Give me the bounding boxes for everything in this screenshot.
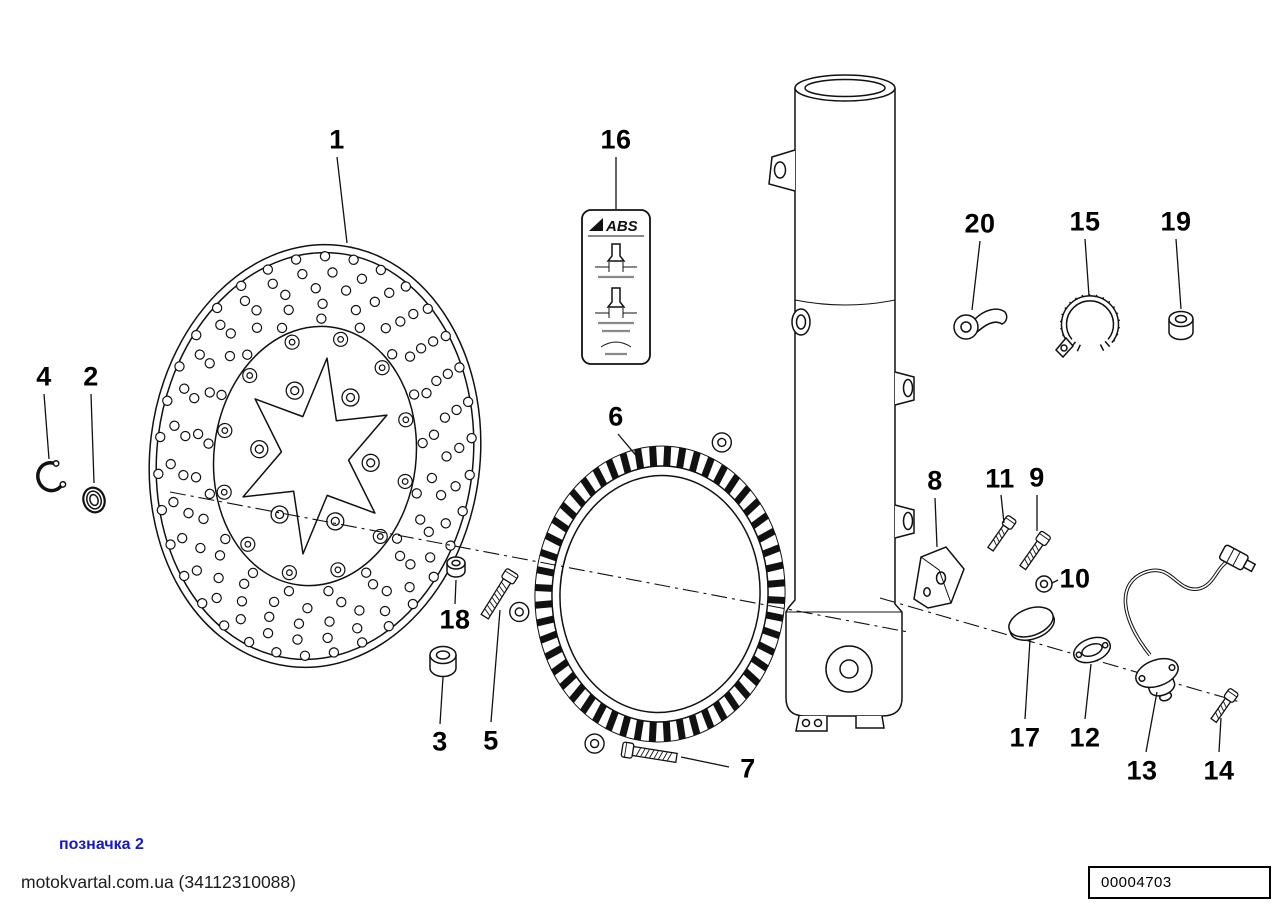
callout-part-3: 3 [432, 726, 448, 757]
callout-part-11: 11 [985, 463, 1015, 494]
washer-10-drawing [1035, 575, 1053, 593]
centerlines [169, 491, 1241, 703]
callout-part-15: 15 [1069, 206, 1101, 237]
sensor-cable-drawing [1123, 559, 1230, 657]
disc-bolt-holes [250, 381, 380, 531]
wheel-speed-sensor-drawing [1135, 657, 1179, 702]
callout-part-2: 2 [83, 361, 99, 392]
leader-lines [43, 156, 1222, 768]
abs-logo-text: ABS [605, 218, 638, 235]
circlip-drawing [36, 459, 67, 493]
cable-holder-drawing [953, 308, 1008, 340]
callout-part-14: 14 [1203, 755, 1235, 786]
disc-hub-star [242, 357, 388, 555]
callout-part-1: 1 [329, 124, 345, 155]
callout-part-4: 4 [36, 361, 52, 392]
callout-part-20: 20 [964, 208, 996, 239]
callout-part-16: 16 [600, 124, 632, 155]
ring-teeth [534, 446, 786, 742]
sensor-connector-drawing [1218, 544, 1257, 573]
callout-part-7: 7 [740, 753, 756, 784]
cable-clamp-drawing [1054, 293, 1120, 359]
ring-mount-tabs [509, 432, 733, 754]
callout-part-8: 8 [927, 465, 943, 496]
watermark-mark-label: позначка 2 [59, 836, 144, 853]
abs-pulse-ring-drawing [509, 432, 786, 754]
callout-part-10: 10 [1059, 563, 1091, 594]
sensor-bracket-drawing [913, 546, 965, 609]
ring-screw-drawing [620, 741, 678, 764]
callout-part-17: 17 [1009, 722, 1041, 753]
callout-part-9: 9 [1029, 462, 1045, 493]
disc-rivets [216, 331, 414, 581]
sensor-pin-icon [606, 243, 626, 262]
callout-part-18: 18 [439, 604, 471, 635]
abs-logo-triangle-icon [589, 218, 603, 231]
doc-number: 00004703 [1101, 874, 1172, 891]
callout-part-12: 12 [1069, 722, 1101, 753]
sensor-screw-drawing [1210, 688, 1239, 724]
fork-slider-drawing [768, 74, 915, 732]
abs-label-sticker-drawing: ABS [581, 209, 651, 365]
sensor-pin-icon [606, 287, 626, 308]
callout-part-5: 5 [483, 725, 499, 756]
washer-2-drawing [82, 486, 106, 514]
disc-perforations [153, 251, 477, 661]
watermark-site-label: motokvartal.com.ua (34112310088) [21, 872, 296, 892]
spacer-nut-drawing [1168, 310, 1194, 341]
disc-screw-drawing [480, 568, 519, 620]
bracket-screw-drawing [986, 515, 1017, 552]
callout-part-6: 6 [608, 401, 624, 432]
washer-18-drawing [446, 556, 466, 578]
bushing-drawing [429, 645, 457, 678]
brake-disc-drawing [148, 243, 482, 669]
doc-number-box: 00004703 [1088, 866, 1271, 899]
cover-plate-drawing [1008, 606, 1056, 641]
bracket-screw-drawing [1019, 530, 1051, 571]
callout-part-19: 19 [1160, 206, 1192, 237]
callout-part-13: 13 [1126, 755, 1158, 786]
gasket-drawing [1072, 636, 1112, 664]
sensor-cable-core [1124, 560, 1229, 656]
